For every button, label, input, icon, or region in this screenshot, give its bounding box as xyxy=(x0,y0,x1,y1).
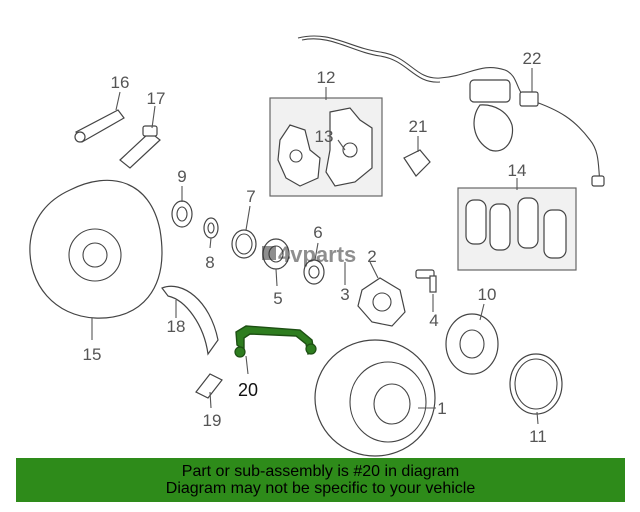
info-banner: Part or sub-assembly is #20 in diagram D… xyxy=(16,458,625,502)
callout-3[interactable]: 3 xyxy=(340,285,349,304)
banner-line-1: Part or sub-assembly is #20 in diagram xyxy=(181,463,460,480)
callout-12[interactable]: 12 xyxy=(317,68,336,87)
caliper-right[interactable] xyxy=(325,107,373,187)
watermark-text: 4vparts xyxy=(278,242,356,267)
brake-rotor[interactable] xyxy=(314,339,436,457)
washer-8[interactable] xyxy=(203,217,219,239)
o-ring-7[interactable] xyxy=(231,229,257,259)
exploded-parts-diagram: 16 17 9 8 7 5 6 3 2 4 10 11 12 13 14 15 … xyxy=(29,35,605,457)
callout-5[interactable]: 5 xyxy=(273,289,282,308)
callout-4[interactable]: 4 xyxy=(429,311,438,330)
callout-22[interactable]: 22 xyxy=(523,49,542,68)
watermark-logo: 4vparts xyxy=(262,242,356,267)
bracket-21[interactable] xyxy=(403,149,431,177)
abs-sensor-wire[interactable] xyxy=(297,35,605,187)
callout-17[interactable]: 17 xyxy=(147,89,166,108)
callout-13[interactable]: 13 xyxy=(315,127,334,146)
axle-hub[interactable] xyxy=(357,277,406,327)
caliper-left[interactable] xyxy=(277,124,321,187)
callout-6[interactable]: 6 xyxy=(313,223,322,242)
callout-2[interactable]: 2 xyxy=(367,247,376,266)
callout-9[interactable]: 9 xyxy=(177,167,186,186)
callout-labels: 16 17 9 8 7 5 6 3 2 4 10 11 12 13 14 15 … xyxy=(83,49,547,446)
callout-21[interactable]: 21 xyxy=(409,117,428,136)
gasket-11[interactable] xyxy=(509,353,563,415)
callout-16[interactable]: 16 xyxy=(111,73,130,92)
hub-bolt[interactable] xyxy=(415,269,437,293)
callout-11[interactable]: 11 xyxy=(529,427,547,446)
seal-9[interactable] xyxy=(171,200,193,228)
banner-line-2: Diagram may not be specific to your vehi… xyxy=(165,480,476,497)
parking-brake-strut[interactable] xyxy=(74,109,125,143)
callout-7[interactable]: 7 xyxy=(246,187,255,206)
leader-lines xyxy=(91,68,539,425)
backing-plate[interactable] xyxy=(29,179,163,319)
callout-14[interactable]: 14 xyxy=(508,161,527,180)
seal-6[interactable] xyxy=(303,259,325,285)
highlighted-part-20[interactable] xyxy=(234,325,317,358)
callout-1[interactable]: 1 xyxy=(437,399,446,418)
callout-8[interactable]: 8 xyxy=(205,253,214,272)
callout-15[interactable]: 15 xyxy=(83,345,102,364)
callout-10[interactable]: 10 xyxy=(478,285,497,304)
brake-pads[interactable] xyxy=(465,197,567,259)
callout-20-highlighted[interactable]: 20 xyxy=(238,380,258,400)
shoe-adjuster[interactable] xyxy=(119,125,161,169)
flange-10[interactable] xyxy=(445,313,499,375)
callout-19[interactable]: 19 xyxy=(203,411,222,430)
parking-brake-shoe[interactable] xyxy=(161,285,219,356)
clip-19[interactable] xyxy=(195,373,223,399)
callout-18[interactable]: 18 xyxy=(167,317,186,336)
